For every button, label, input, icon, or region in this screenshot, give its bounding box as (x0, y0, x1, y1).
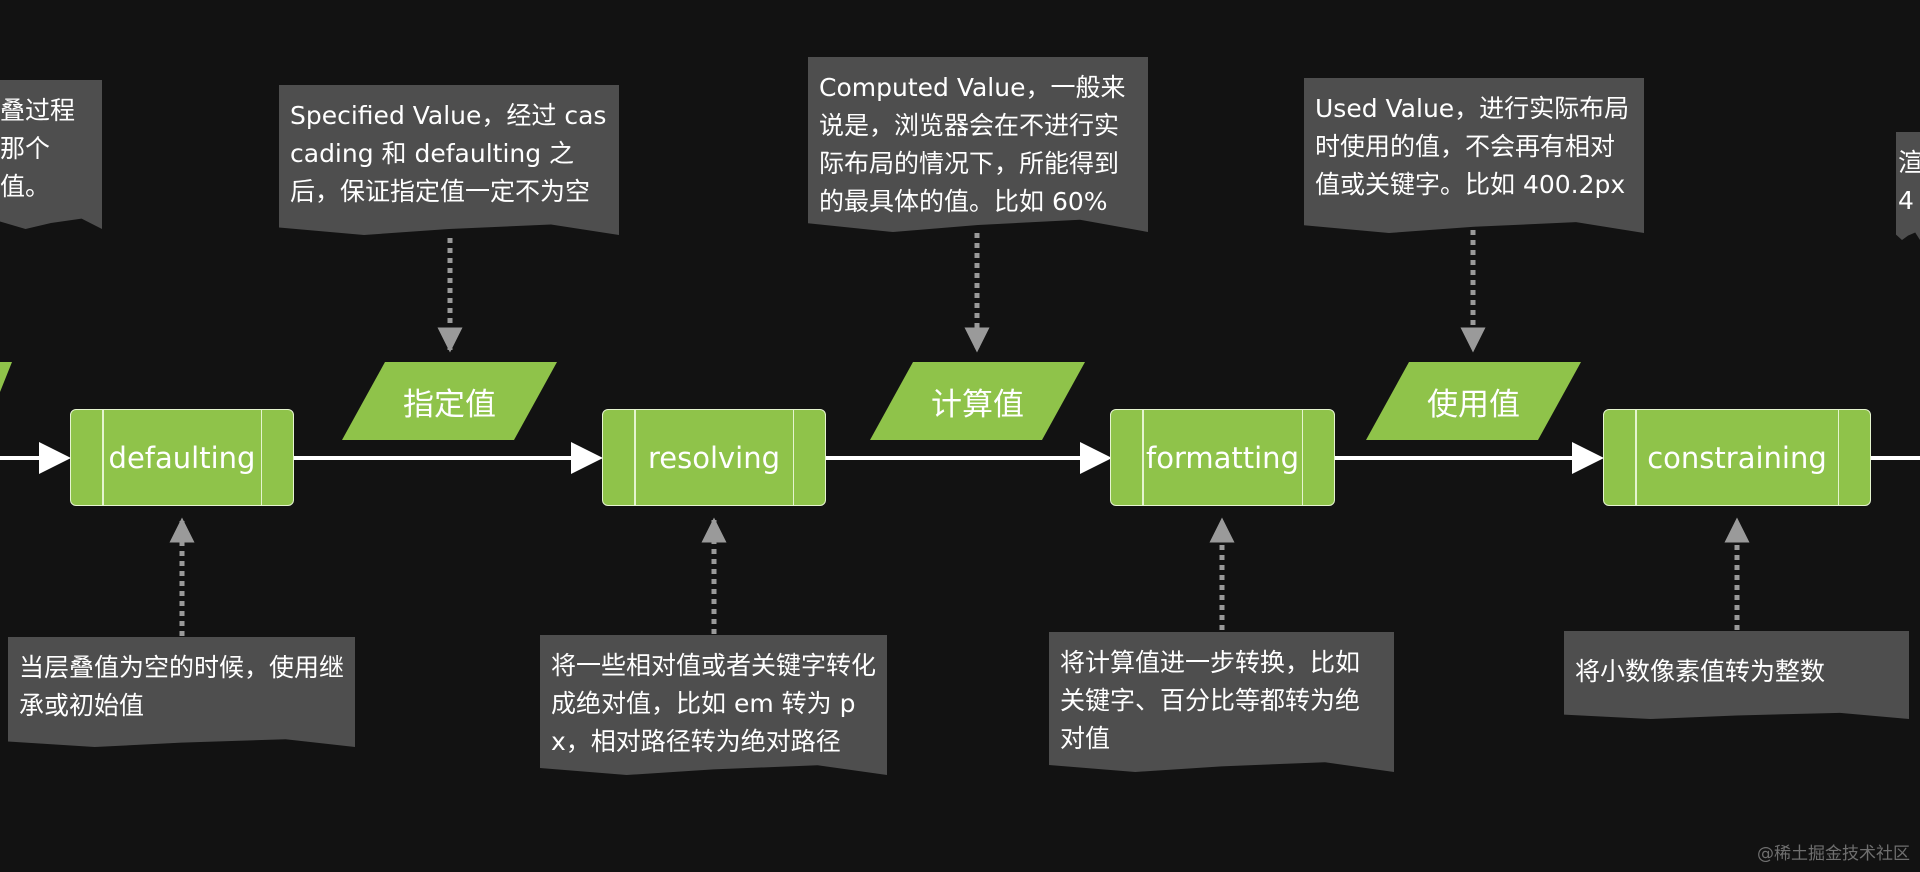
note-computed-value: Computed Value，一般来说是，浏览器会在不进行实际布局的情况下，所能… (808, 57, 1148, 232)
value-used-shape (1366, 362, 1581, 440)
note-actual-line-2: 4 (1898, 186, 1914, 215)
value-specified-shape (342, 362, 557, 440)
process-constraining-label: constraining (1647, 440, 1827, 475)
watermark: @稀土掘金技术社区 (1757, 844, 1910, 864)
value-used-label: 使用值 (1427, 386, 1520, 423)
process-resolving-label: resolving (647, 440, 781, 475)
process-constraining: constraining (1603, 409, 1871, 506)
note-cascaded-line-2: 那个值。 (0, 134, 51, 201)
note-actual-partial: 渲 4 (1896, 132, 1920, 240)
note-formatting: 将计算值进一步转换，比如关键字、百分比等都转为绝对值 (1049, 632, 1394, 772)
note-constraining: 将小数像素值转为整数 (1564, 631, 1909, 719)
note-cascaded-line-1: 叠过程 (0, 96, 76, 125)
value-used: 使用值 (1366, 362, 1581, 440)
note-specified-value: Specified Value，经过 cascading 和 defaultin… (279, 85, 619, 235)
note-actual-line-1: 渲 (1898, 148, 1920, 177)
value-computed-label: 计算值 (931, 386, 1024, 423)
process-formatting-label: formatting (1146, 440, 1299, 475)
process-resolving: resolving (602, 409, 826, 506)
note-cascaded-partial: 叠过程 那个值。 (0, 80, 102, 229)
note-used-value: Used Value，进行实际布局时使用的值，不会再有相对值或关键字。比如 40… (1304, 78, 1644, 233)
value-computed-shape (870, 362, 1085, 440)
value-specified-label: 指定值 (403, 386, 496, 423)
value-specified: 指定值 (342, 362, 557, 440)
process-formatting: formatting (1110, 409, 1335, 506)
process-defaulting-label: defaulting (108, 440, 256, 475)
note-defaulting: 当层叠值为空的时候，使用继承或初始值 (8, 637, 355, 747)
partial-value-shape-left (0, 362, 12, 392)
value-computed: 计算值 (870, 362, 1085, 440)
process-defaulting: defaulting (70, 409, 294, 506)
note-resolving: 将一些相对值或者关键字转化成绝对值，比如 em 转为 px，相对路径转为绝对路径 (540, 635, 887, 775)
